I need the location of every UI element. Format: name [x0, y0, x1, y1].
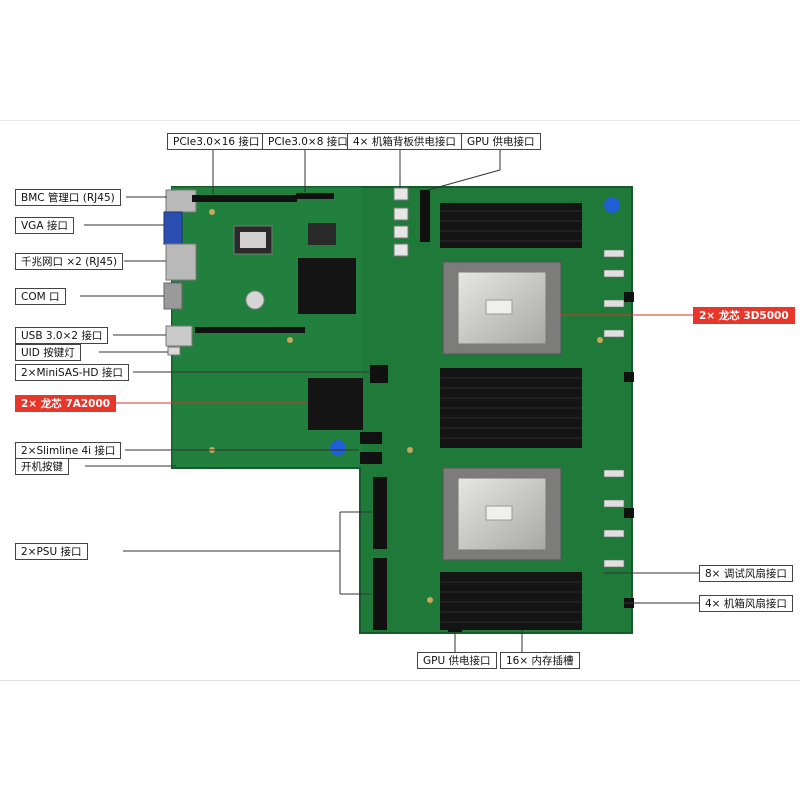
label-bridge-chip: 2× 龙芯 7A2000 [15, 395, 117, 412]
label-gpu-power-top: GPU 供电接口 [461, 133, 541, 150]
uid-button [167, 346, 181, 356]
backplane-connector-4 [393, 243, 409, 257]
com-port [163, 282, 183, 310]
fan-headers [603, 249, 625, 568]
slimline-connector-1 [360, 432, 382, 444]
pcie-x16-slot [192, 195, 297, 202]
usb-ports [165, 325, 193, 347]
bottom-divider [0, 680, 800, 681]
label-chassis-fans: 4× 机箱风扇接口 [699, 595, 793, 612]
heatsink-chip-1 [298, 258, 356, 314]
vga-port [163, 211, 183, 245]
label-bmc: BMC 管理口 (RJ45) [15, 189, 121, 206]
dimm-bank-bottom [440, 572, 582, 630]
psu-connector-2 [373, 558, 387, 630]
label-backplane-power: 4× 机箱背板供电接口 [347, 133, 462, 150]
label-gbe: 千兆网口 ×2 (RJ45) [15, 253, 124, 270]
bmc-chip-label [240, 232, 266, 248]
label-psu: 2×PSU 接口 [15, 543, 88, 560]
label-minisas: 2×MiniSAS-HD 接口 [15, 364, 129, 381]
cpu-bottom-label [485, 505, 513, 521]
pcie-x8-slot [296, 193, 334, 199]
leader-lines [80, 150, 699, 652]
blue-standoff-2 [330, 440, 346, 456]
dimm-slot-lines [440, 210, 582, 623]
top-divider [0, 120, 800, 121]
label-slimline: 2×Slimline 4i 接口 [15, 442, 122, 459]
label-power-button: 开机按键 [15, 458, 69, 475]
psu-connector-1 [373, 477, 387, 549]
blue-standoff-1 [604, 197, 620, 213]
label-debug-fans: 8× 调试风扇接口 [699, 565, 793, 582]
backplane-connector-2 [393, 207, 409, 221]
label-pcie-x8: PCIe3.0×8 接口 [262, 133, 354, 150]
riser-slot [195, 327, 305, 333]
gbe-ports [165, 243, 197, 281]
cpu-top-label [485, 299, 513, 315]
label-usb: USB 3.0×2 接口 [15, 327, 109, 344]
backplane-connector-1 [393, 187, 409, 201]
label-vga: VGA 接口 [15, 217, 74, 234]
label-cpu: 2× 龙芯 3D5000 [693, 307, 795, 324]
mounting-holes [209, 209, 603, 603]
label-uid: UID 按键灯 [15, 344, 81, 361]
chip-small-1 [308, 223, 336, 245]
label-pcie-x16: PCIe3.0×16 接口 [167, 133, 266, 150]
minisas-connector [370, 365, 388, 383]
label-com: COM 口 [15, 288, 66, 305]
label-gpu-power-bottom: GPU 供电接口 [417, 652, 497, 669]
gpu-power-top-connector [420, 190, 430, 242]
battery [245, 290, 265, 310]
label-dimm-slots: 16× 内存插槽 [500, 652, 580, 669]
slimline-connector-2 [360, 452, 382, 464]
backplane-connector-3 [393, 225, 409, 239]
bmc-port [165, 189, 197, 213]
heatsink-chip-2 [308, 378, 363, 430]
